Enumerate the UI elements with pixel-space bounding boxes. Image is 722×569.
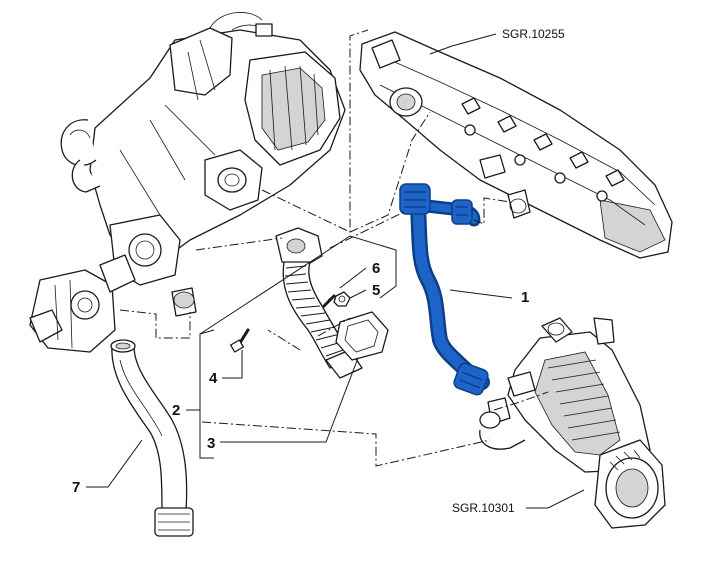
leader-lines xyxy=(86,33,585,509)
reference-cooler: SGR.10301 xyxy=(452,501,515,515)
gasket xyxy=(335,311,389,361)
hose-part-7 xyxy=(110,339,194,537)
callout-part-2: 2 xyxy=(172,402,181,419)
callout-part-6: 6 xyxy=(372,260,381,277)
hose-ring xyxy=(291,297,316,301)
highlighted-pipe-part-1 xyxy=(399,183,490,396)
hose-ring xyxy=(315,333,341,341)
hose-ring xyxy=(310,326,336,333)
bolt-part-4 xyxy=(230,328,250,353)
nut-part-5 xyxy=(333,291,351,307)
hose-ring xyxy=(300,312,326,317)
callout-part-3: 3 xyxy=(207,435,216,452)
hose-ring xyxy=(285,281,309,285)
hose-ring xyxy=(287,289,312,293)
assembly-dash-lines xyxy=(119,29,549,467)
group-bracket xyxy=(199,235,397,459)
callout-part-1: 1 xyxy=(521,289,530,306)
stud-part-6 xyxy=(322,294,336,308)
egr-cooler xyxy=(479,317,666,529)
reference-manifold: SGR.10255 xyxy=(502,27,565,41)
hose-ring xyxy=(295,305,321,309)
egr-valve-assembly xyxy=(29,12,346,353)
callout-part-7: 7 xyxy=(72,479,81,496)
hose-ring xyxy=(305,319,331,325)
callout-part-4: 4 xyxy=(209,370,218,387)
callout-part-5: 5 xyxy=(372,282,381,299)
intake-manifold xyxy=(359,31,673,259)
